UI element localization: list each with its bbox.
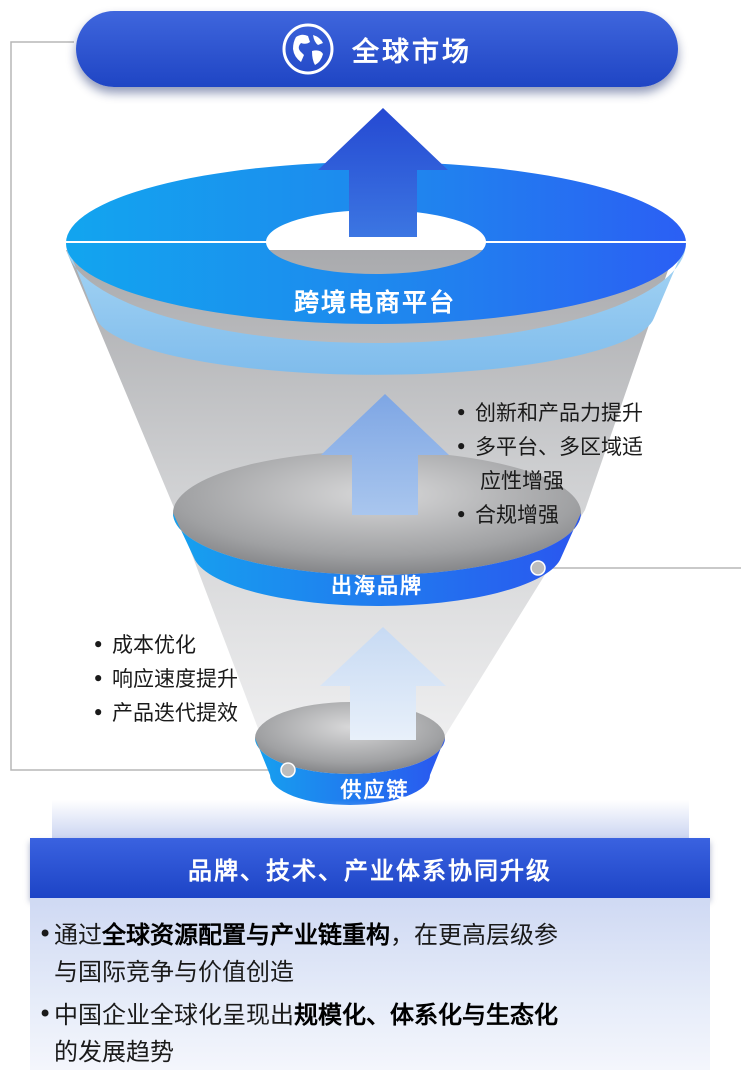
bottom-fade [52,800,689,840]
summary-paragraph-2: •中国企业全球化呈现出规模化、体系化与生态化 的发展趋势 [38,1000,558,1066]
platform-label: 跨境电商平台 [293,288,456,317]
supply-note-item: 响应速度提升 [92,662,312,696]
supply-chain-label: 供应链 [340,778,410,802]
brand-note-item-continued: 应性增强 [480,469,564,493]
summary-highlight-1: 全球资源配置与产业链重构 [102,920,390,949]
brand-note-item: 多平台、多区域适 [455,430,741,464]
supply-chain-band [255,738,445,805]
brand-notes-list: 创新和产品力提升 多平台、多区域适 应性增强 合规增强 [455,396,741,532]
summary-banner: 品牌、技术、产业体系协同升级 [30,838,710,898]
arrow-up-middle-icon [321,394,449,515]
summary-panel: •通过全球资源配置与产业链重构，在更高层级参 与国际竞争与价值创造 •中国企业全… [30,898,710,1070]
page-title: 全球市场 [352,36,472,68]
summary-title: 品牌、技术、产业体系协同升级 [188,856,552,885]
globe-icon [282,23,334,75]
left-connector-line [10,41,285,771]
left-connector-dot [280,762,296,778]
supply-notes-list: 成本优化 响应速度提升 产品迭代提效 [92,628,312,730]
global-market-banner: 全球市场 [76,11,678,87]
right-connector-dot [530,560,546,576]
supply-note-item: 产品迭代提效 [92,696,312,730]
arrow-up-top-icon [318,108,448,237]
brand-note-item: 合规增强 [455,498,741,532]
summary-highlight-2: 规模化、体系化与生态化 [294,1000,558,1029]
brand-band [173,513,581,606]
brand-label: 出海品牌 [331,574,423,598]
summary-paragraph-1: •通过全球资源配置与产业链重构，在更高层级参 与国际竞争与价值创造 [38,920,558,986]
platform-light-band [66,243,686,375]
platform-ring [66,162,686,324]
supply-note-item: 成本优化 [92,628,312,662]
arrow-up-bottom-icon [320,627,446,740]
brand-note-item: 创新和产品力提升 [455,396,741,430]
